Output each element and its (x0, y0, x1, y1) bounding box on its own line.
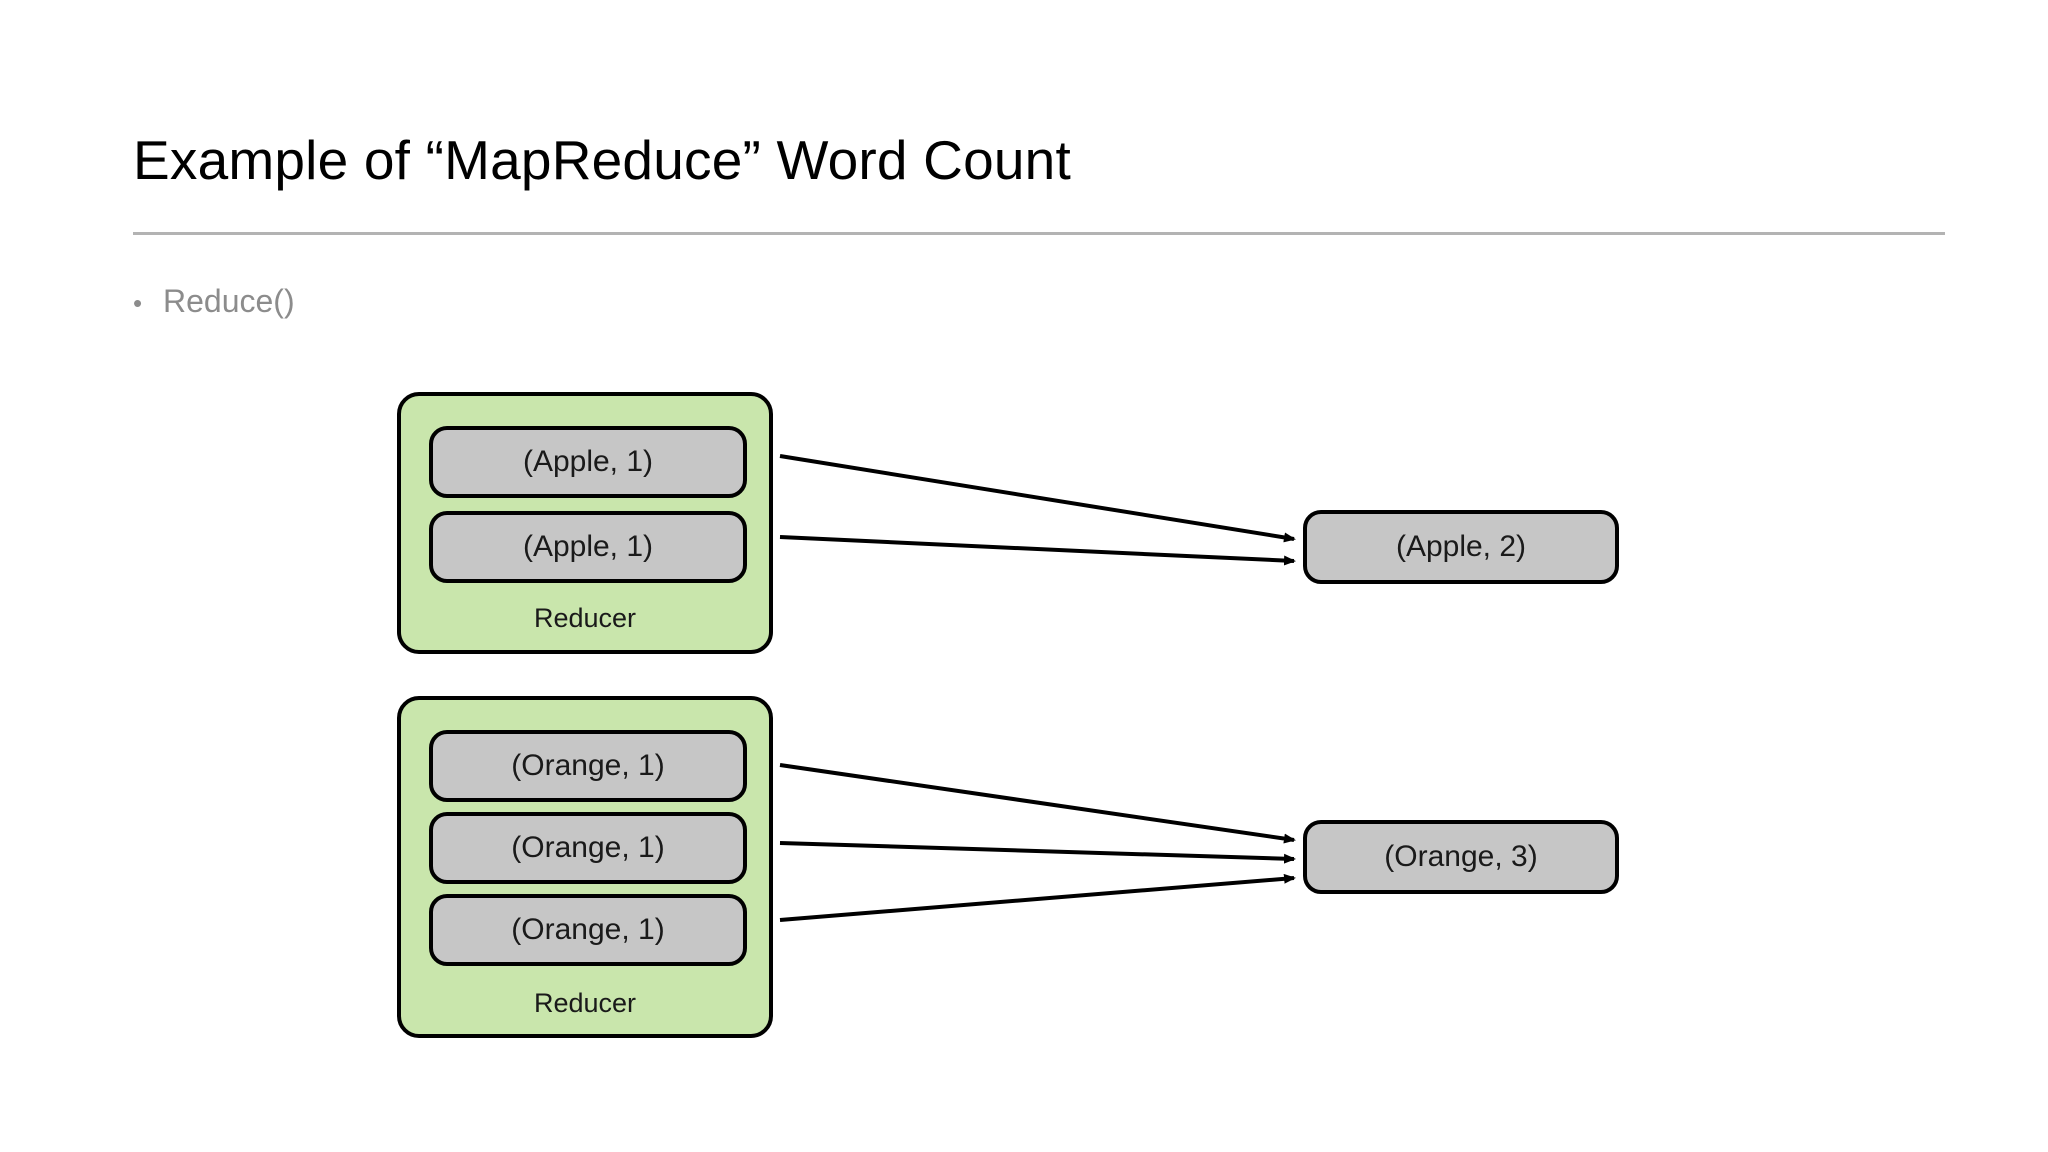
kv-pair-box: (Apple, 1) (429, 511, 747, 583)
output-box-orange: (Orange, 3) (1303, 820, 1619, 894)
arrow-orange-3 (779, 873, 1296, 922)
arrow-orange-2 (779, 841, 1296, 864)
arrow-apple-2 (779, 535, 1296, 566)
bullet-list: • Reduce() (133, 281, 295, 321)
arrow-orange-1 (779, 763, 1296, 844)
kv-pair-box: (Orange, 1) (429, 812, 747, 884)
reducer-group-apple: (Apple, 1) (Apple, 1) Reducer (397, 392, 773, 654)
kv-pair-box: (Orange, 1) (429, 730, 747, 802)
kv-pair-box: (Orange, 1) (429, 894, 747, 966)
reducer-label: Reducer (533, 988, 637, 1018)
bullet-item-reduce: Reduce() (163, 283, 295, 319)
title-divider (133, 232, 1945, 235)
reducer-label: Reducer (533, 603, 637, 633)
arrow-apple-1 (779, 454, 1296, 543)
page-title: Example of “MapReduce” Word Count (133, 129, 1071, 191)
bullet-marker-icon: • (133, 288, 143, 318)
kv-pair-box: (Apple, 1) (429, 426, 747, 498)
output-box-apple: (Apple, 2) (1303, 510, 1619, 584)
reducer-group-orange: (Orange, 1) (Orange, 1) (Orange, 1) Redu… (397, 696, 773, 1038)
